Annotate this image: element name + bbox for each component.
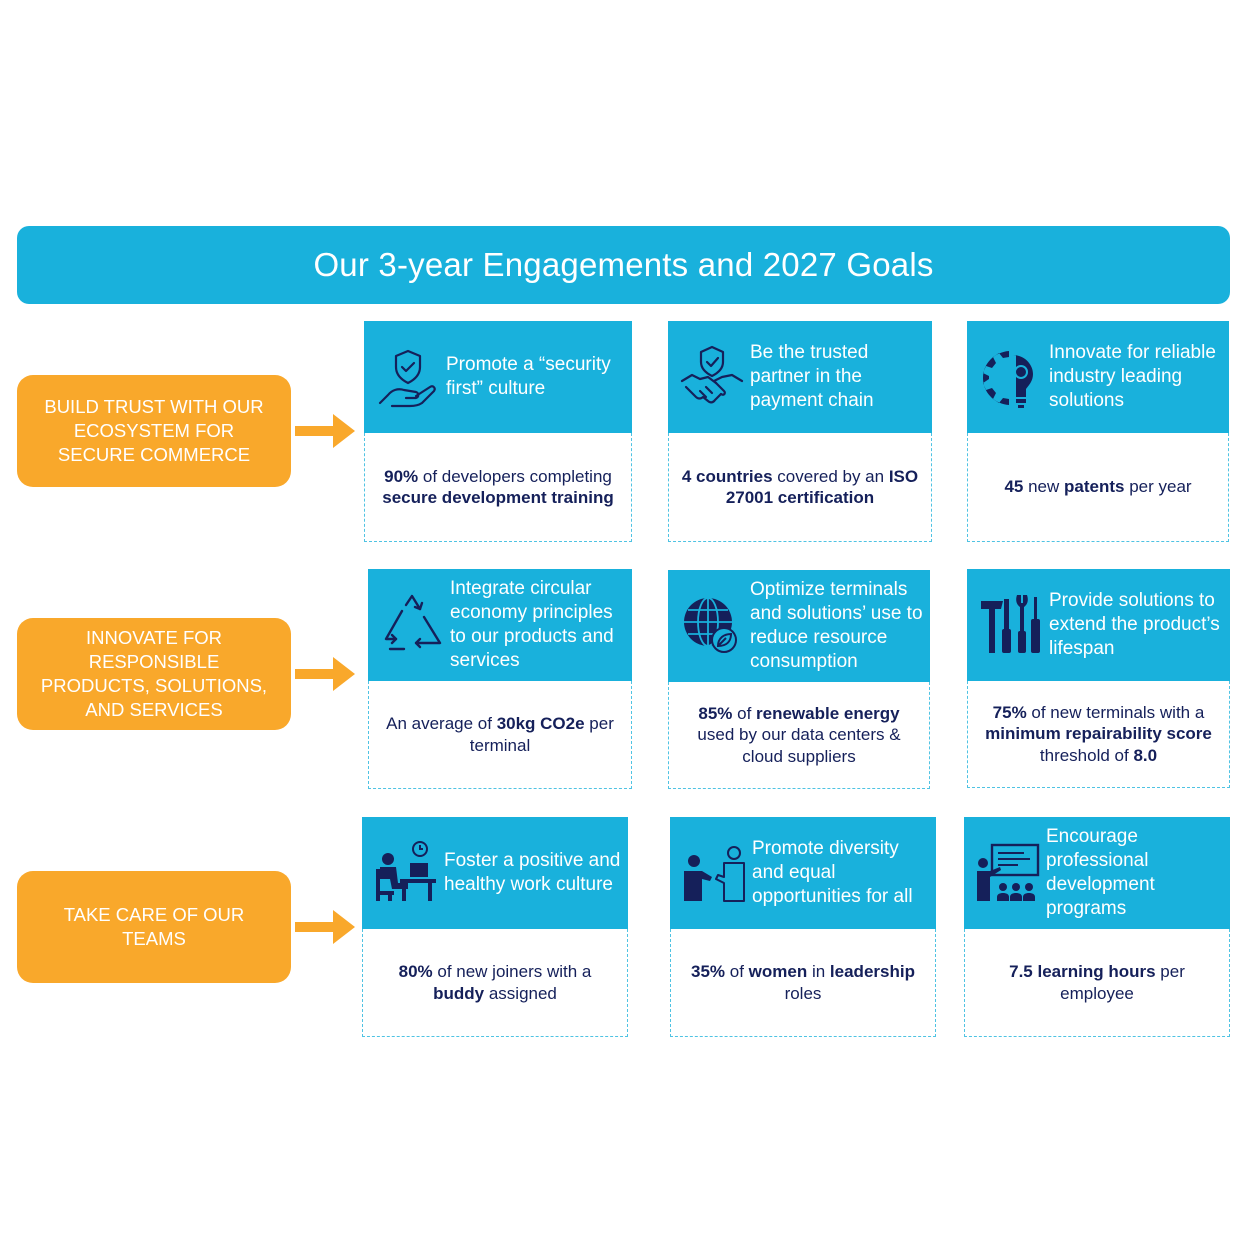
goal-card-target: 7.5 learning hours per employee (964, 929, 1230, 1037)
people-handshake-icon (684, 846, 745, 902)
goal-card-header: Be the trusted partner in the payment ch… (668, 321, 932, 433)
goal-text-run: of (725, 962, 749, 981)
goal-text-run: of new joiners with a (432, 962, 592, 981)
goal-card-header: Integrate circular economy principles to… (368, 569, 632, 681)
goal-text-run: new (1023, 477, 1064, 497)
goal-text-run: threshold of (1039, 745, 1134, 765)
goal-card: Promote a “security first” culture 90% o… (364, 321, 632, 542)
goal-card: Optimize terminals and solutions’ use to… (668, 570, 930, 789)
goal-card-header: Foster a positive and healthy work cultu… (362, 817, 628, 929)
recycle-icon (384, 594, 442, 651)
goal-text-run: in (807, 962, 830, 981)
gear-lightbulb-icon (983, 351, 1033, 408)
goal-card-target: 90% of developers completing secure deve… (364, 433, 632, 542)
goal-card: Foster a positive and healthy work cultu… (362, 817, 628, 1037)
goal-text-run: An average of (386, 714, 497, 733)
goal-card-target: 4 countries covered by an ISO 27001 cert… (668, 433, 932, 542)
goal-text-run: covered by an (772, 466, 889, 486)
goal-text-run: women (748, 962, 808, 981)
goal-text-run: leadership (829, 962, 915, 981)
goal-card: Encourage professional development progr… (964, 817, 1230, 1037)
goal-card-heading: Foster a positive and healthy work cultu… (444, 850, 621, 895)
goal-text-run: ISO 27001 certification (725, 466, 919, 508)
goal-text-run: 35% (691, 962, 726, 981)
page-title: Our 3-year Engagements and 2027 Goals (17, 226, 1230, 304)
goal-text-run: roles (784, 983, 822, 1003)
goal-text-run: 75% (992, 702, 1027, 722)
goal-text-run: per year (1124, 477, 1192, 497)
arrow-right-icon (295, 910, 355, 944)
pillar-label: BUILD TRUST WITH OUR ECOSYSTEM FOR SECUR… (44, 396, 264, 465)
goal-card-header: Provide solutions to extend the product’… (967, 569, 1230, 681)
goal-card-heading: Innovate for reliable industry leading s… (1049, 342, 1216, 411)
goal-text-run: 30kg CO2e (496, 714, 585, 733)
handshake-shield-icon (680, 345, 744, 404)
goal-text-run: of new terminals with a (1026, 702, 1205, 722)
goal-text-run: renewable energy (756, 703, 900, 723)
goal-card-header: Encourage professional development progr… (964, 817, 1230, 929)
goal-card-heading: Provide solutions to extend the product’… (1049, 590, 1220, 659)
desk-worker-icon (376, 841, 436, 901)
goal-card: Innovate for reliable industry leading s… (967, 321, 1229, 542)
pillar-teams: TAKE CARE OF OUR TEAMS (17, 871, 291, 983)
goal-card-target: 45 new patents per year (967, 433, 1229, 542)
goal-text-run: secure development training (382, 488, 614, 507)
goal-text-run: of (732, 703, 757, 723)
goal-card-target: 85% of renewable energy used by our data… (668, 682, 930, 789)
goal-card-heading: Encourage professional development progr… (1046, 826, 1155, 919)
goal-text-run: per terminal (469, 714, 614, 755)
goal-text-run: 80% (398, 962, 433, 981)
goal-card-header: Promote diversity and equal opportunitie… (670, 817, 936, 929)
goal-text-run: of developers completing (418, 466, 612, 486)
arrow-right-icon (295, 657, 355, 691)
goal-card-header: Promote a “security first” culture (364, 321, 632, 433)
goal-card-heading: Optimize terminals and solutions’ use to… (750, 579, 923, 672)
goal-card-heading: Promote a “security first” culture (446, 354, 611, 399)
goal-card: Be the trusted partner in the payment ch… (668, 321, 932, 542)
goal-card-header: Optimize terminals and solutions’ use to… (668, 570, 930, 682)
goal-card: Integrate circular economy principles to… (368, 569, 632, 789)
pillar-innovate: INNOVATE FOR RESPONSIBLE PRODUCTS, SOLUT… (17, 618, 291, 730)
goal-card-target: 75% of new terminals with a minimum repa… (967, 681, 1230, 788)
goal-text-run: buddy (433, 983, 485, 1003)
goal-card-target: 80% of new joiners with a buddy assigned (362, 929, 628, 1037)
goal-text-run: 4 countries (681, 466, 773, 486)
pillar-label: INNOVATE FOR RESPONSIBLE PRODUCTS, SOLUT… (40, 627, 268, 720)
goal-card-heading: Promote diversity and equal opportunitie… (752, 838, 913, 907)
pillar-label: TAKE CARE OF OUR TEAMS (63, 904, 245, 949)
goal-text-run: 85% (698, 703, 733, 723)
presentation-icon (977, 843, 1040, 901)
goal-text-run: 45 (1004, 477, 1024, 497)
goal-card-target: An average of 30kg CO2e per terminal (368, 681, 632, 789)
pillar-build-trust: BUILD TRUST WITH OUR ECOSYSTEM FOR SECUR… (17, 375, 291, 487)
goal-text-run: 90% (384, 466, 419, 486)
goal-card-target: 35% of women in leadership roles (670, 929, 936, 1037)
goal-card-header: Innovate for reliable industry leading s… (967, 321, 1229, 433)
goal-text-run: minimum repairability score (985, 724, 1212, 744)
goal-card: Promote diversity and equal opportunitie… (670, 817, 936, 1037)
goal-text-run: patents (1064, 477, 1125, 497)
goal-text-run: per employee (1060, 962, 1185, 1003)
globe-leaf-icon (684, 597, 737, 653)
goal-text-run: 7.5 learning hours (1009, 962, 1156, 981)
goal-text-run: 8.0 (1133, 745, 1158, 765)
goal-text-run: assigned (484, 983, 557, 1003)
goal-card-heading: Be the trusted partner in the payment ch… (750, 342, 874, 411)
hand-shield-icon (378, 349, 436, 408)
arrow-right-icon (295, 414, 355, 448)
goal-card-heading: Integrate circular economy principles to… (450, 578, 614, 671)
goal-card: Provide solutions to extend the product’… (967, 569, 1230, 788)
goal-text-run: used by our data centers & cloud supplie… (697, 725, 901, 766)
tools-icon (981, 595, 1040, 653)
